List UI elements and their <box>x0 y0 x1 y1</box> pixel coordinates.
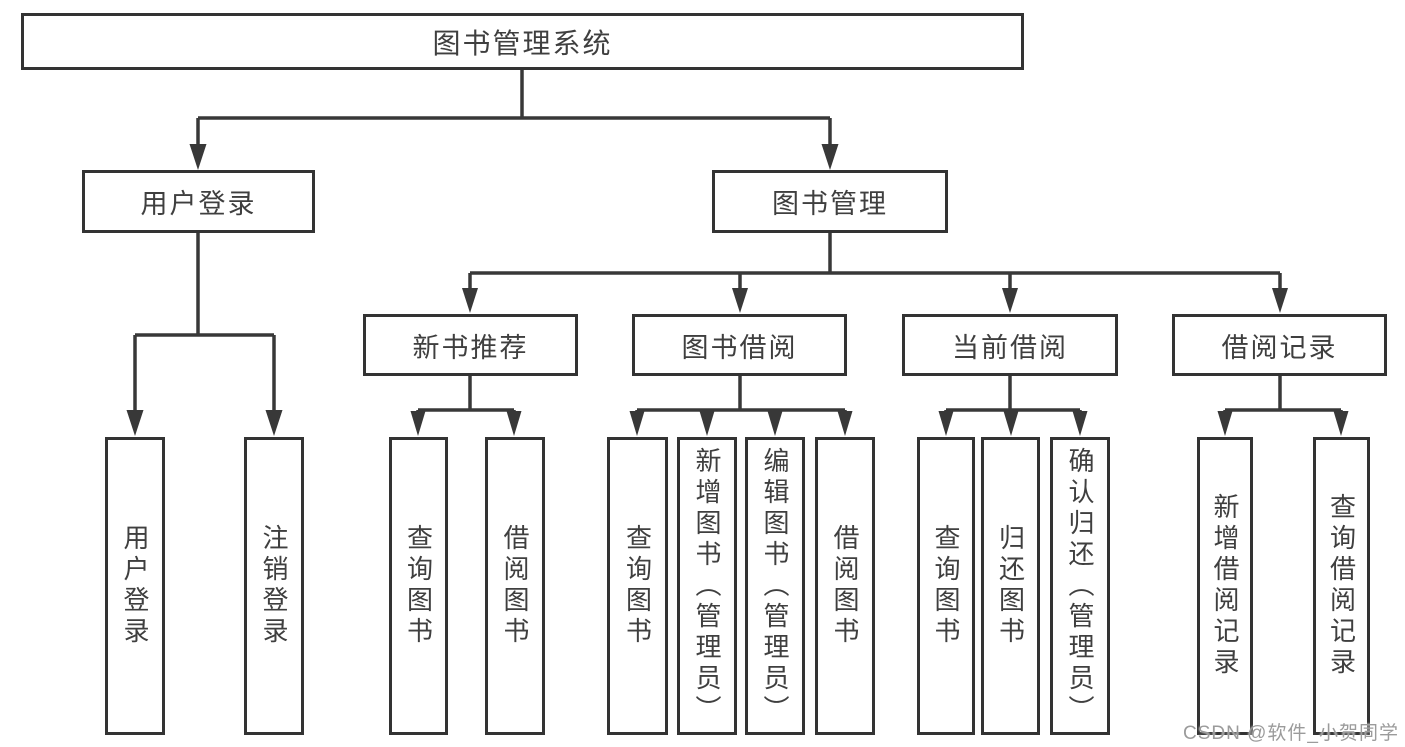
node-book-management: 图书管理 <box>712 170 948 233</box>
csdn-watermark: CSDN @软件_小贺同学 <box>1183 723 1399 744</box>
arrowhead <box>1002 288 1018 313</box>
leaf-label: 借阅图书 <box>830 524 860 648</box>
arrowhead <box>265 410 283 436</box>
arrowhead <box>767 411 783 436</box>
arrowhead <box>1272 288 1288 313</box>
connector-newbook-to-leaves <box>416 376 516 418</box>
connector-userlogin-to-leaves <box>133 233 276 414</box>
node-new-book-recommend: 新书推荐 <box>363 314 578 376</box>
leaf-edit-books-admin: 编辑图书（管理员） <box>745 437 805 735</box>
node-current-borrow: 当前借阅 <box>902 314 1118 376</box>
arrowhead <box>629 411 645 436</box>
leaf-label: 编辑图书（管理员） <box>760 446 790 726</box>
connector-bookborrow-to-leaves <box>635 376 847 418</box>
leaf-query-books-recommend: 查询图书 <box>389 437 448 735</box>
leaf-label: 查询图书 <box>403 524 434 648</box>
node-user-login: 用户登录 <box>82 170 315 233</box>
arrowhead <box>1217 411 1233 436</box>
leaf-add-books-admin: 新增图书（管理员） <box>677 437 737 735</box>
arrowhead <box>189 144 207 170</box>
arrowhead <box>837 411 853 436</box>
arrowheads <box>126 144 1349 436</box>
leaf-borrow-books-recommend: 借阅图书 <box>485 437 545 735</box>
connector-records-to-leaves <box>1223 376 1343 418</box>
leaf-confirm-return-admin: 确认归还（管理员） <box>1050 437 1110 735</box>
leaf-label: 查询图书 <box>622 524 653 648</box>
leaf-label: 新增借阅记录 <box>1210 493 1240 679</box>
arrowhead <box>506 411 522 436</box>
leaf-label: 注销登录 <box>259 524 289 648</box>
arrowhead <box>1333 411 1349 436</box>
leaf-add-borrow-record: 新增借阅记录 <box>1197 437 1253 735</box>
leaf-label: 归还图书 <box>995 524 1026 648</box>
leaf-label: 确认归还（管理员） <box>1065 446 1095 726</box>
node-borrow-records: 借阅记录 <box>1172 314 1387 376</box>
node-root-library-system: 图书管理系统 <box>21 13 1024 70</box>
leaf-logout: 注销登录 <box>244 437 304 735</box>
connector-bookmgmt-to-level3 <box>468 233 1282 292</box>
leaf-label: 用户登录 <box>120 524 150 648</box>
arrowhead <box>732 288 748 313</box>
arrowhead <box>821 144 839 170</box>
leaf-borrow-books: 借阅图书 <box>815 437 875 735</box>
leaf-query-books-borrow: 查询图书 <box>607 437 668 735</box>
arrowhead <box>1003 411 1019 436</box>
arrowhead <box>410 411 426 436</box>
leaf-query-books-current: 查询图书 <box>917 437 975 735</box>
node-book-borrow: 图书借阅 <box>632 314 847 376</box>
arrowhead <box>126 410 144 436</box>
leaf-query-borrow-record: 查询借阅记录 <box>1313 437 1370 735</box>
leaf-return-books: 归还图书 <box>981 437 1040 735</box>
arrowhead <box>699 411 715 436</box>
arrowhead <box>938 411 954 436</box>
leaf-label: 查询图书 <box>931 524 961 648</box>
connector-root-to-level2 <box>196 70 832 146</box>
arrowhead <box>1072 411 1088 436</box>
leaf-label: 借阅图书 <box>500 524 530 648</box>
leaf-user-login: 用户登录 <box>105 437 165 735</box>
arrowhead <box>462 288 478 313</box>
leaf-label: 新增图书（管理员） <box>692 446 722 726</box>
leaf-label: 查询借阅记录 <box>1326 493 1357 679</box>
